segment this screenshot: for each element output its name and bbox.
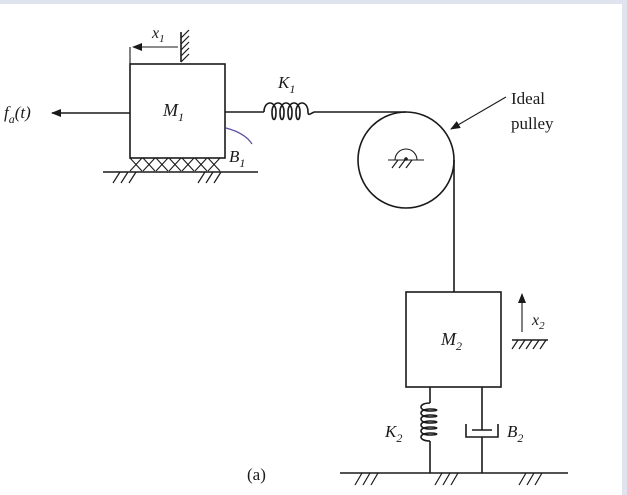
x1-displacement-arrow bbox=[129, 29, 190, 64]
damper-b2 bbox=[465, 387, 499, 473]
force-label: fa(t) bbox=[4, 103, 31, 126]
friction-b1-crosses bbox=[129, 157, 221, 172]
k2-label: K2 bbox=[384, 422, 402, 445]
k1-label: K1 bbox=[277, 73, 295, 96]
mass-m2 bbox=[405, 291, 502, 388]
m2-label: M2 bbox=[440, 329, 462, 353]
b1-leader-line bbox=[225, 127, 253, 145]
m1-label: M1 bbox=[162, 100, 184, 124]
ground-m2 bbox=[340, 472, 568, 486]
pulley-pointer-arrow bbox=[450, 96, 507, 130]
window-right-edge bbox=[622, 0, 627, 495]
spring-k2 bbox=[420, 387, 438, 473]
mass-m1 bbox=[129, 63, 226, 159]
b2-label: B2 bbox=[507, 422, 523, 445]
b1-label: B1 bbox=[229, 147, 245, 170]
x2-label: x2 bbox=[531, 312, 545, 332]
x2-displacement-arrow bbox=[511, 293, 548, 350]
x1-label: x1 bbox=[151, 25, 165, 45]
spring-k1 bbox=[225, 102, 406, 121]
ground-m1 bbox=[103, 171, 258, 184]
window-top-edge bbox=[0, 0, 627, 4]
figure-caption: (a) bbox=[247, 465, 266, 484]
ideal-pulley bbox=[357, 111, 455, 209]
pulley-label: Ideal pulley bbox=[511, 89, 554, 133]
